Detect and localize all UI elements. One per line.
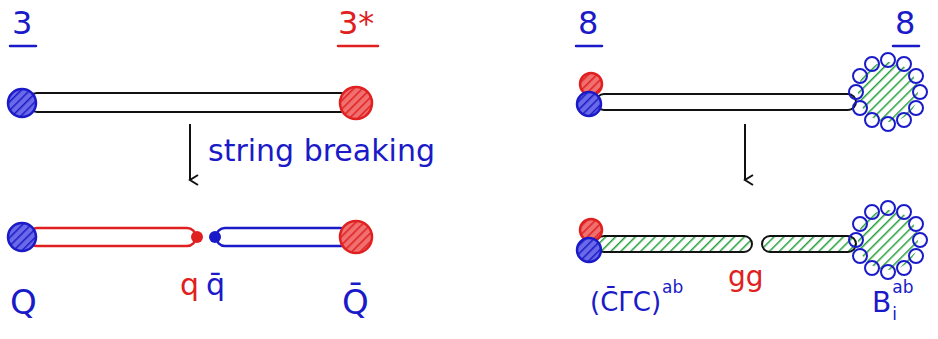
quark-label: q — [180, 268, 199, 301]
rep-label: 3 — [12, 6, 32, 41]
rep-label: 3* — [338, 6, 374, 41]
superscript-label: ab — [662, 278, 683, 297]
rep-label: 8 — [895, 6, 915, 41]
gluon-label: gg — [728, 262, 764, 293]
quark-label: q̄ — [206, 268, 225, 301]
subscript-label: i — [892, 305, 897, 324]
quark-label: Q — [10, 284, 37, 321]
operator-label: (C̄ΓC) — [590, 288, 661, 317]
operator-label: B — [872, 288, 891, 319]
rep-label: 8 — [578, 6, 598, 41]
process-note: string breaking — [208, 134, 435, 167]
superscript-label: ab — [892, 278, 913, 297]
quark-label: Q̄ — [342, 284, 369, 321]
